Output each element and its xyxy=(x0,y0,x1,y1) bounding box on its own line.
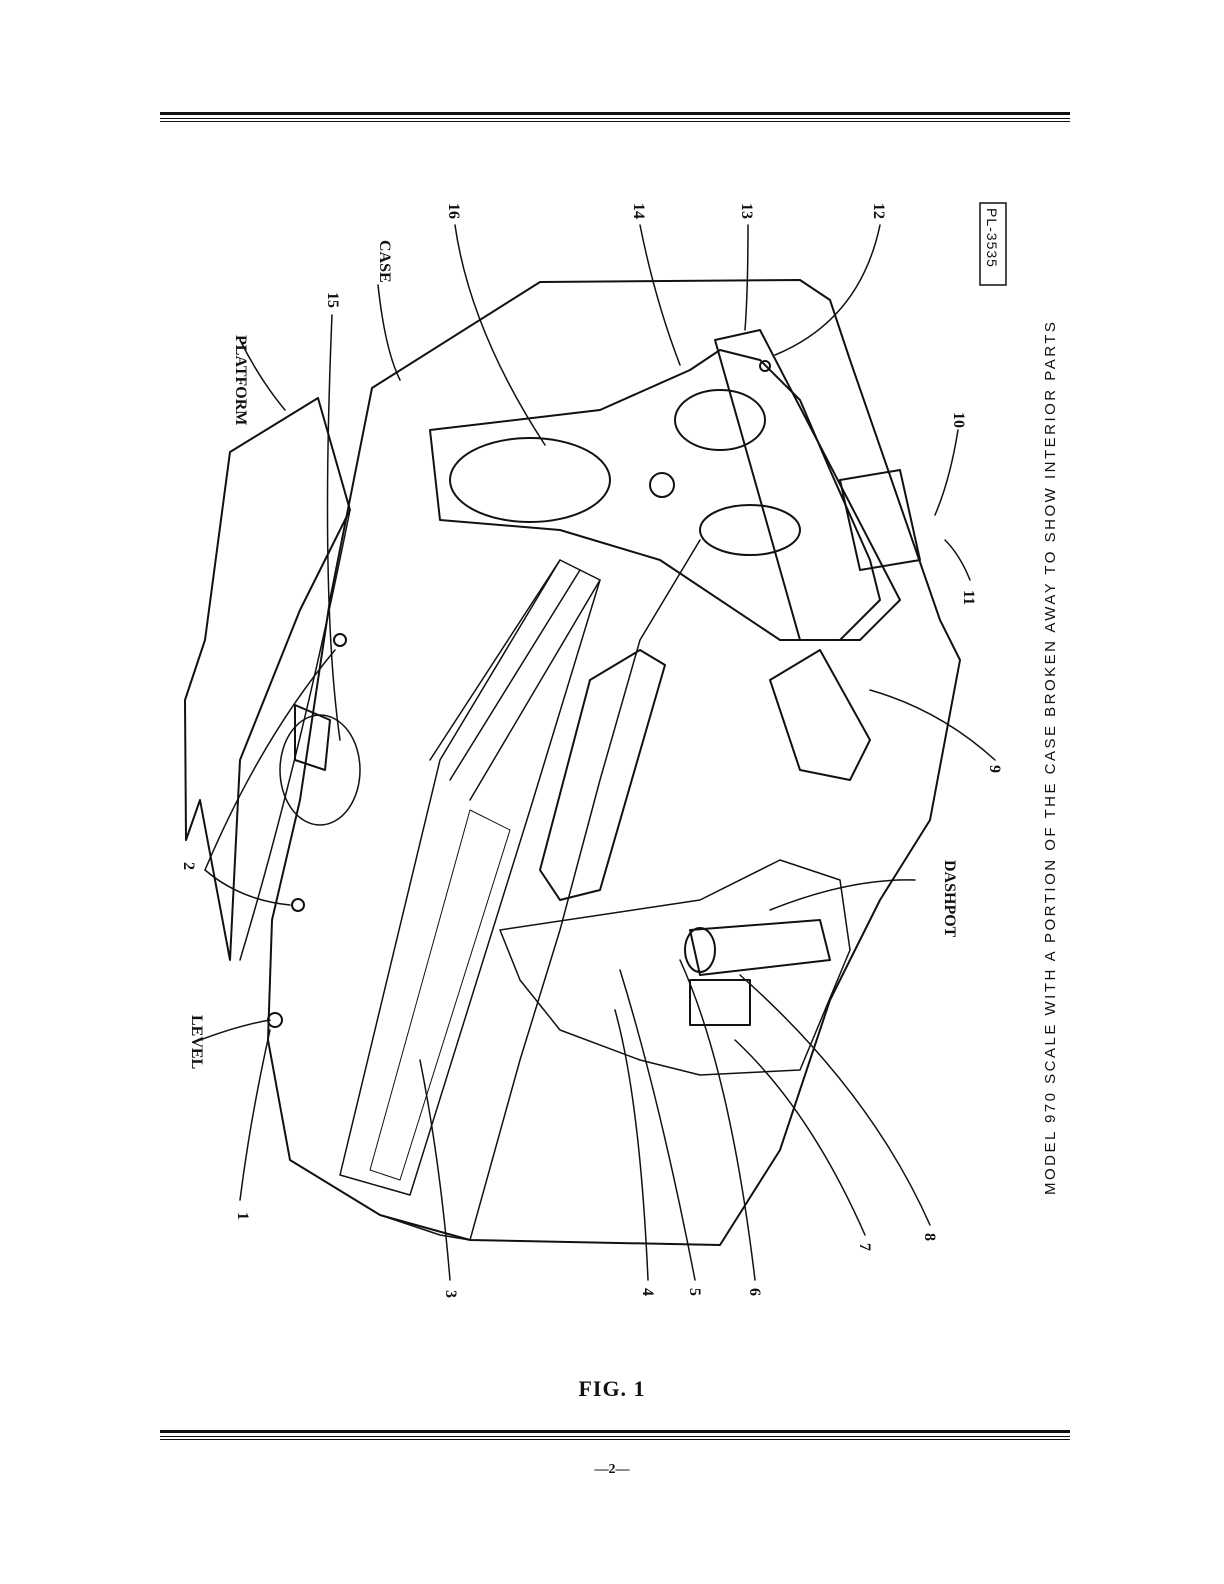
label-14: 14 xyxy=(630,203,647,219)
platform-outline xyxy=(185,398,350,960)
dashpot-body xyxy=(690,920,830,975)
label-9: 9 xyxy=(986,765,1003,773)
cross-bar-13 xyxy=(715,330,900,640)
label-12: 12 xyxy=(870,203,887,219)
label-8: 8 xyxy=(921,1233,938,1241)
figure-caption-vertical: MODEL 970 SCALE WITH A PORTION OF THE CA… xyxy=(1042,320,1059,1195)
hub-nut xyxy=(650,473,674,497)
window-glass xyxy=(340,560,600,1195)
fig-label: FIG. 1 xyxy=(0,1376,1224,1402)
label-16: 16 xyxy=(445,203,462,219)
cylinder xyxy=(540,650,665,900)
label-13: 13 xyxy=(738,203,755,219)
bottom-rule xyxy=(160,1430,1070,1440)
label-3: 3 xyxy=(442,1290,459,1298)
label-7: 7 xyxy=(856,1243,873,1251)
label-5: 5 xyxy=(686,1288,703,1296)
label-10: 10 xyxy=(950,412,967,428)
base-tray xyxy=(500,860,850,1075)
label-4: 4 xyxy=(639,1288,656,1296)
adjust-block xyxy=(690,980,750,1025)
label-2: 2 xyxy=(180,862,197,870)
label-case: CASE xyxy=(376,240,393,283)
label-11: 11 xyxy=(960,590,977,605)
label-1: 1 xyxy=(234,1212,251,1220)
leader-lines xyxy=(200,225,995,1280)
label-dashpot: DASHPOT xyxy=(941,860,958,938)
page-number: —2— xyxy=(0,1462,1224,1478)
drawing-number: PL-3535 xyxy=(984,208,1000,268)
bracket-9 xyxy=(770,650,870,780)
label-6: 6 xyxy=(746,1288,763,1296)
label-15: 15 xyxy=(324,292,341,308)
rail xyxy=(430,560,560,760)
label-level: LEVEL xyxy=(188,1015,205,1069)
frame-opening xyxy=(450,438,610,522)
label-platform: PLATFORM xyxy=(232,335,249,425)
